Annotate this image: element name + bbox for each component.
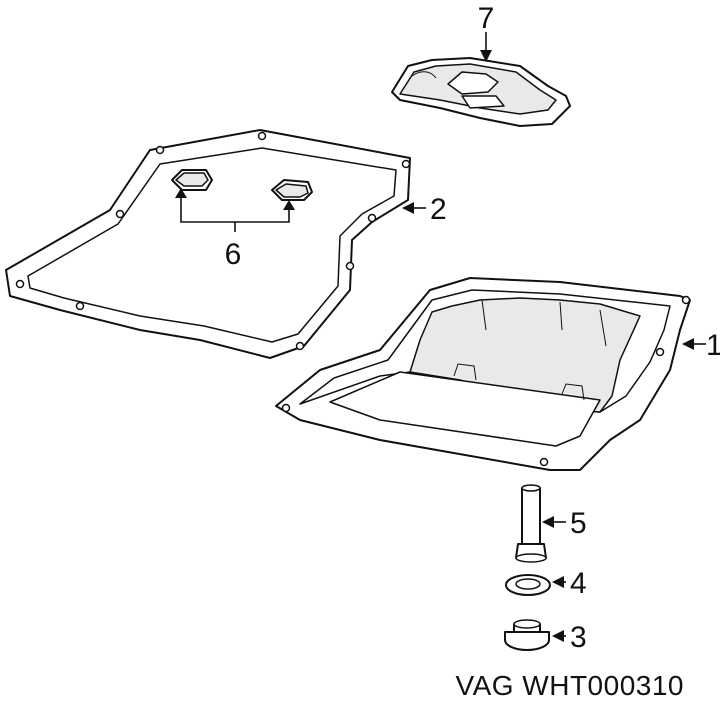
callout-4: 4 — [570, 567, 587, 600]
gasket-bolt-hole — [115, 209, 125, 219]
magnet-parts — [171, 169, 313, 201]
leader-lines — [175, 32, 706, 642]
filter-part — [391, 57, 571, 127]
gasket-bolt-hole — [15, 279, 25, 289]
pan-bolt-hole — [655, 347, 665, 357]
gasket-bolt-hole — [155, 145, 165, 155]
callout-7: 7 — [478, 2, 495, 35]
pan-bolt-hole — [539, 457, 549, 467]
pan-bolt-hole — [281, 403, 291, 413]
gasket-bolt-hole — [75, 301, 85, 311]
callout-3: 3 — [570, 621, 587, 654]
washer-part — [505, 574, 551, 596]
gasket-bolt-hole — [345, 261, 355, 271]
callout-1: 1 — [706, 329, 720, 362]
oil-pan-part — [275, 277, 691, 471]
gasket-part — [5, 129, 411, 359]
drain-plug-part — [504, 619, 550, 651]
part-reference-label: VAG WHT000310 — [455, 670, 684, 701]
gasket-bolt-hole — [257, 131, 267, 141]
gasket-bolt-hole — [401, 159, 411, 169]
callout-5: 5 — [570, 507, 587, 540]
pan-bolt-hole — [681, 295, 691, 305]
callout-2: 2 — [430, 193, 447, 226]
gasket-bolt-hole — [367, 213, 377, 223]
bolt-part — [515, 484, 547, 563]
callout-6: 6 — [225, 238, 242, 271]
gasket-bolt-hole — [295, 341, 305, 351]
